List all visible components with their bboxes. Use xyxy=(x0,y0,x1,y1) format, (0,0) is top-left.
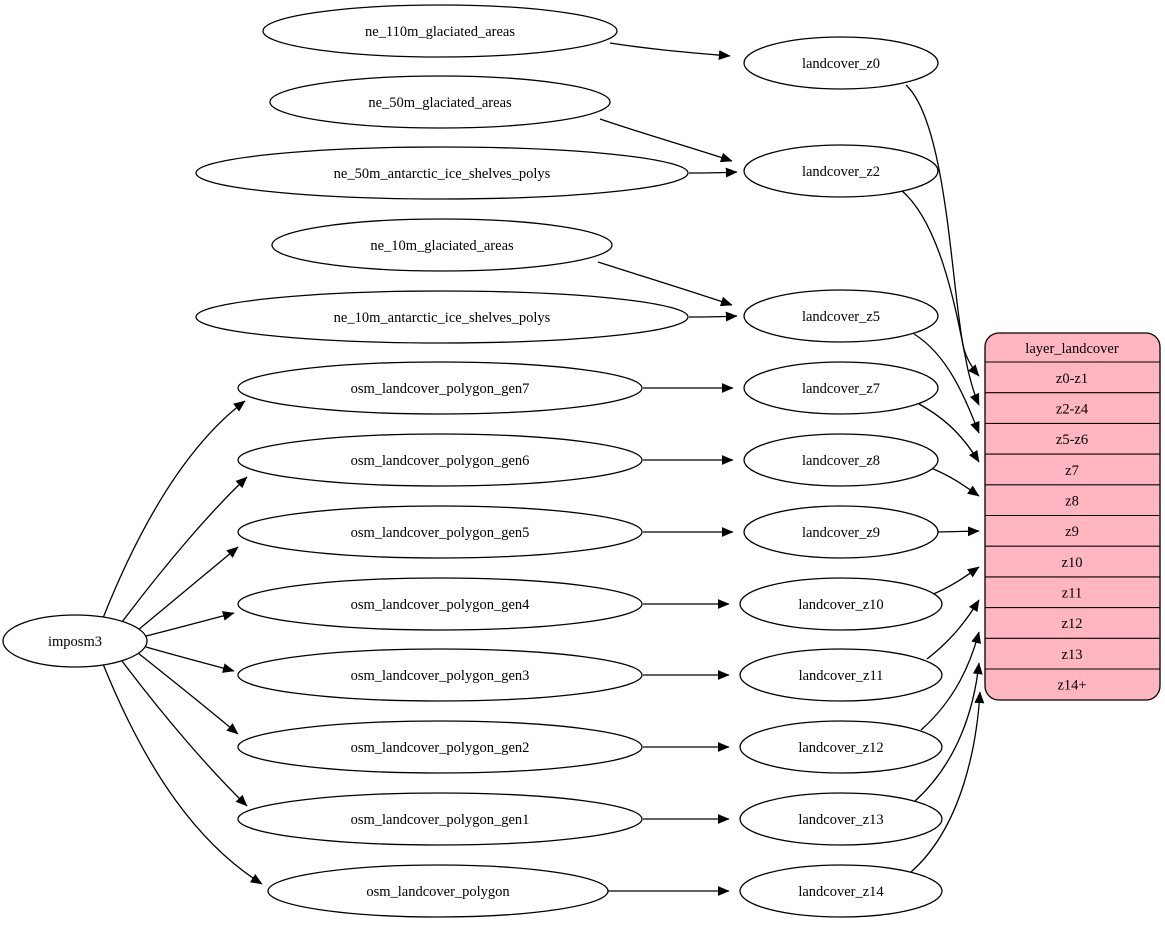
osm-polygon-label: osm_landcover_polygon xyxy=(366,884,510,900)
node-landcover_z2: landcover_z2 xyxy=(743,144,939,198)
node-landcover_z11: landcover_z11 xyxy=(739,648,943,702)
table-row-z8: z8 xyxy=(1065,494,1079,510)
landcover-z2-label: landcover_z2 xyxy=(802,164,880,180)
edge-imposm3-to-gen5 xyxy=(137,546,239,631)
node-landcover_z13: landcover_z13 xyxy=(739,792,943,846)
edge-z14-to-row xyxy=(910,691,985,873)
landcover-z14-label: landcover_z14 xyxy=(798,884,884,900)
osm-gen7-label: osm_landcover_polygon_gen7 xyxy=(351,381,530,397)
edge-imposm3-to-gen2 xyxy=(137,652,239,735)
node-landcover_z5: landcover_z5 xyxy=(743,289,939,343)
node-imposm3: imposm3 xyxy=(2,614,148,668)
node-osm_landcover_polygon_gen2: osm_landcover_polygon_gen2 xyxy=(237,720,643,774)
node-osm_landcover_polygon_gen3: osm_landcover_polygon_gen3 xyxy=(237,648,643,702)
node-landcover_z14: landcover_z14 xyxy=(739,864,943,918)
edge-z7-to-row xyxy=(918,403,980,463)
edge-ne10m-antarctic-to-z5 xyxy=(688,311,738,322)
ne-50m-glaciated-areas-label: ne_50m_glaciated_areas xyxy=(368,95,512,111)
imposm3-ellipse xyxy=(2,614,148,668)
node-ne_10m_glaciated_areas: ne_10m_glaciated_areas xyxy=(271,218,613,272)
landcover-z9-label: landcover_z9 xyxy=(802,525,880,541)
node-ne_110m_glaciated_areas: ne_110m_glaciated_areas xyxy=(262,4,618,58)
node-osm_landcover_polygon_gen1: osm_landcover_polygon_gen1 xyxy=(237,792,643,846)
ne-110m-glaciated-areas-label: ne_110m_glaciated_areas xyxy=(365,24,515,40)
landcover-z0-label: landcover_z0 xyxy=(802,56,880,72)
node-landcover_z10: landcover_z10 xyxy=(739,577,943,631)
landcover-z12-label: landcover_z12 xyxy=(798,740,883,756)
osm-gen2-label: osm_landcover_polygon_gen2 xyxy=(351,740,530,756)
layer-landcover-title: layer_landcover xyxy=(1025,341,1119,357)
table-row-z11: z11 xyxy=(1062,586,1082,602)
landcover-z11-label: landcover_z11 xyxy=(799,668,884,684)
node-osm_landcover_polygon_gen7: osm_landcover_polygon_gen7 xyxy=(237,361,643,415)
edge-z12-to-row xyxy=(920,631,981,731)
table-row-z13: z13 xyxy=(1062,647,1083,663)
ne-50m-antarctic-label: ne_50m_antarctic_ice_shelves_polys xyxy=(334,166,551,182)
edge-imposm3-to-gen4 xyxy=(145,611,235,637)
landcover-z10-label: landcover_z10 xyxy=(798,597,883,613)
edge-z13-to-row xyxy=(914,662,983,802)
edge-z8-to-row xyxy=(930,467,980,497)
table-row-z14plus: z14+ xyxy=(1057,678,1086,694)
table-row-z5-z6: z5-z6 xyxy=(1056,432,1088,448)
table-row-z7: z7 xyxy=(1065,463,1079,479)
table-row-z0-z1: z0-z1 xyxy=(1056,371,1088,387)
edge-ne10m-to-z5 xyxy=(597,261,733,307)
node-landcover_z0: landcover_z0 xyxy=(743,36,939,90)
node-landcover_z8: landcover_z8 xyxy=(743,433,939,487)
landcover-z8-label: landcover_z8 xyxy=(802,453,880,469)
edge-imposm3-to-gen7 xyxy=(102,400,246,619)
table-row-z10: z10 xyxy=(1062,555,1083,571)
node-osm_landcover_polygon_gen4: osm_landcover_polygon_gen4 xyxy=(237,577,643,631)
node-ne_50m_glaciated_areas: ne_50m_glaciated_areas xyxy=(269,75,611,129)
osm-gen3-label: osm_landcover_polygon_gen3 xyxy=(351,668,530,684)
edge-z5-to-row xyxy=(913,333,980,434)
osm-gen6-label: osm_landcover_polygon_gen6 xyxy=(351,453,530,469)
table-row-z9: z9 xyxy=(1065,524,1079,540)
osm-gen4-label: osm_landcover_polygon_gen4 xyxy=(351,597,531,613)
table-row-z12: z12 xyxy=(1062,616,1083,632)
edge-z9-to-row xyxy=(937,526,980,537)
node-osm_landcover_polygon_gen5: osm_landcover_polygon_gen5 xyxy=(237,505,643,559)
ne-10m-glaciated-areas-label: ne_10m_glaciated_areas xyxy=(370,238,514,254)
edge-z2-to-row xyxy=(900,189,980,406)
node-osm_landcover_polygon_gen6: osm_landcover_polygon_gen6 xyxy=(237,433,643,487)
edge-imposm3-to-gen6 xyxy=(121,476,248,623)
edge-ne50m-antarctic-to-z2 xyxy=(688,167,738,178)
edge-z11-to-row xyxy=(926,599,980,660)
edge-group xyxy=(102,42,985,896)
node-ne_10m_antarctic_ice_shelves_polys: ne_10m_antarctic_ice_shelves_polys xyxy=(195,290,689,344)
node-osm_landcover_polygon: osm_landcover_polygon xyxy=(267,864,609,918)
node-landcover_z7: landcover_z7 xyxy=(743,361,939,415)
layer-landcover-box xyxy=(984,332,1161,701)
node-landcover_z12: landcover_z12 xyxy=(739,720,943,774)
landcover-z5-label: landcover_z5 xyxy=(802,309,880,325)
ne-10m-antarctic-label: ne_10m_antarctic_ice_shelves_polys xyxy=(334,310,551,326)
edge-imposm3-to-gen1 xyxy=(121,660,248,807)
landcover-z7-label: landcover_z7 xyxy=(802,381,880,397)
edge-z10-to-row xyxy=(930,566,980,596)
edge-ne110m-to-z0 xyxy=(609,42,731,60)
imposm3-label: imposm3 xyxy=(48,634,102,650)
osm-gen1-label: osm_landcover_polygon_gen1 xyxy=(351,812,530,828)
edge-imposm3-to-gen3 xyxy=(145,646,235,673)
edge-z0-to-row xyxy=(905,84,980,377)
landcover-z13-label: landcover_z13 xyxy=(798,812,883,828)
node-landcover_z9: landcover_z9 xyxy=(743,505,939,559)
table-row-z2-z4: z2-z4 xyxy=(1056,402,1089,418)
layer-landcover-table: layer_landcover z0-z1 z2-z4 z5-z6 z7 z8 … xyxy=(984,332,1161,701)
osm-gen5-label: osm_landcover_polygon_gen5 xyxy=(351,525,530,541)
node-ne_50m_antarctic_ice_shelves_polys: ne_50m_antarctic_ice_shelves_polys xyxy=(195,146,689,200)
edge-ne50m-to-z2 xyxy=(599,118,733,163)
edge-imposm3-to-polygon xyxy=(102,663,263,885)
